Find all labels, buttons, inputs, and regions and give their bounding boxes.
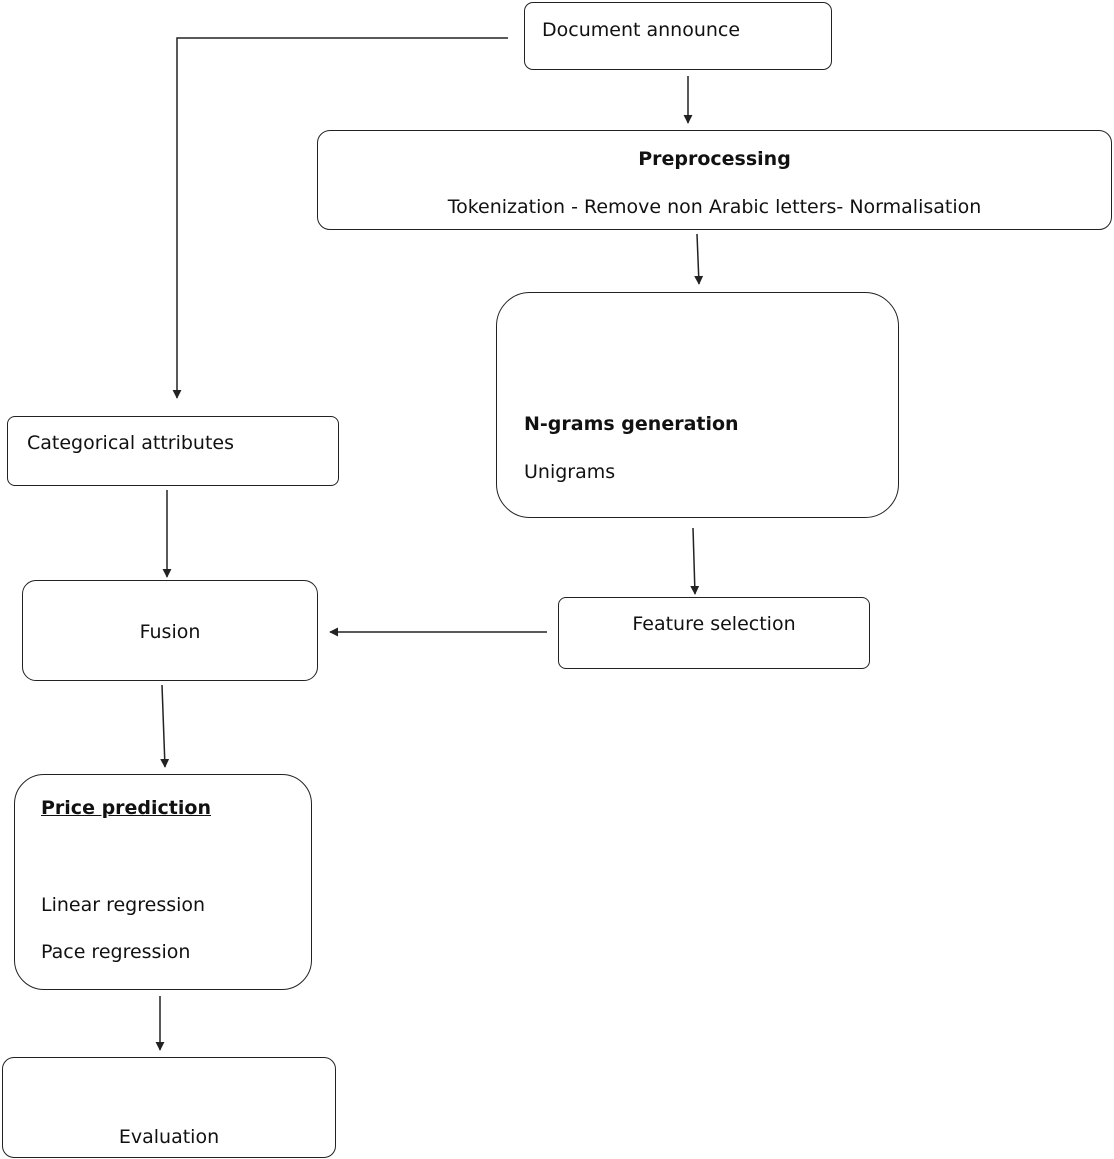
evaluation-box: Evaluation [2,1057,336,1158]
price-prediction-title: Price prediction [41,797,211,819]
price-prediction-box: Price prediction Linear regression Pace … [14,774,312,990]
feature-selection-label: Feature selection [632,613,796,635]
arrow-document-to-categorical [172,37,508,399]
evaluation-label: Evaluation [118,1126,220,1148]
arrow-ngrams-to-feature-selection [690,527,700,595]
fusion-label: Fusion [139,621,201,643]
document-announce-box: Document announce [524,2,832,70]
preprocessing-title: Preprocessing [638,148,791,170]
price-prediction-method-pace: Pace regression [41,941,191,963]
arrow-fusion-to-price-prediction [160,684,170,768]
fusion-box: Fusion [22,580,318,681]
ngrams-generation-detail: Unigrams [524,461,616,483]
price-prediction-method-linear: Linear regression [41,894,206,916]
categorical-attributes-box: Categorical attributes [7,416,339,486]
ngrams-generation-box: N-grams generation Unigrams [496,292,899,518]
arrow-preprocessing-to-ngrams [694,233,704,285]
feature-selection-box: Feature selection [558,597,870,669]
preprocessing-box: Preprocessing Tokenization - Remove non … [317,130,1112,230]
preprocessing-detail: Tokenization - Remove non Arabic letters… [447,196,982,218]
ngrams-generation-title: N-grams generation [524,413,739,435]
document-announce-label: Document announce [542,19,741,41]
categorical-attributes-label: Categorical attributes [27,432,235,454]
